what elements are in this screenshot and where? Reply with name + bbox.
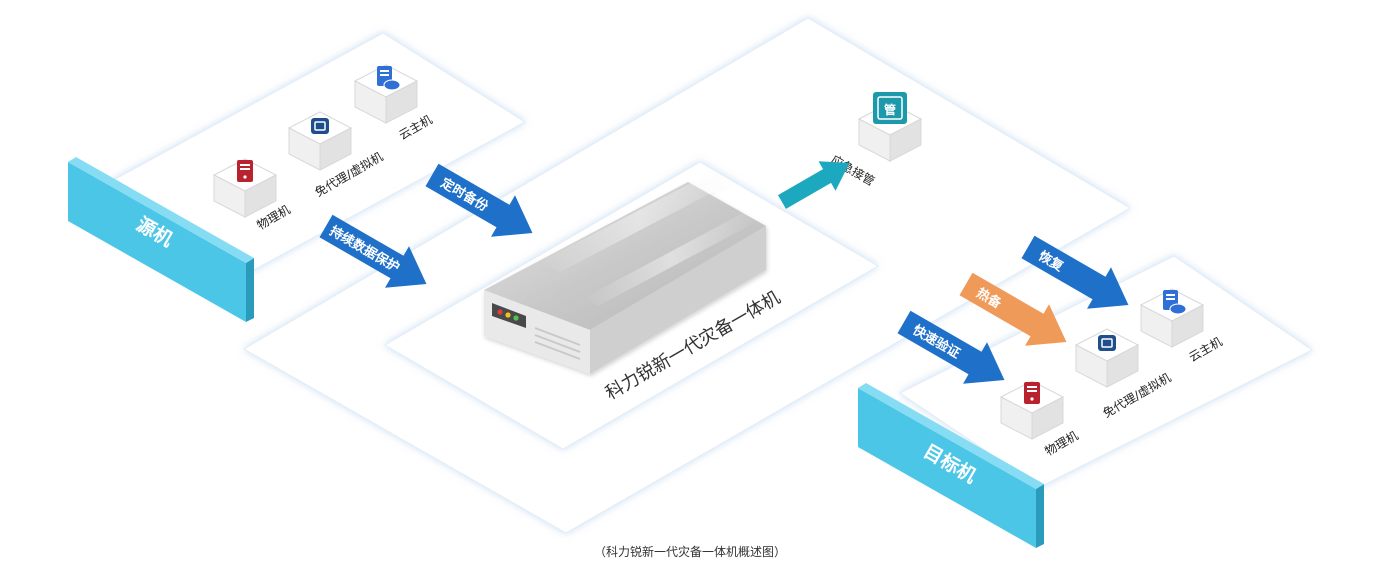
- target-wall: 目标机: [858, 383, 1044, 548]
- appliance-front-panel: [492, 303, 581, 360]
- status-led-green: [513, 315, 519, 321]
- virtual-machine-icon: [1098, 335, 1116, 351]
- status-led-red: [497, 309, 503, 315]
- target-vm-cube: [1074, 328, 1140, 388]
- virtual-machine-icon: [311, 118, 329, 134]
- takeover-icon: 管: [873, 92, 907, 124]
- physical-server-icon: [237, 160, 253, 182]
- source-vm-cube: [287, 111, 353, 171]
- takeover-icon-char: 管: [884, 102, 896, 117]
- takeover-cube: 管: [857, 92, 923, 162]
- takeover-arrow[interactable]: [774, 148, 859, 216]
- physical-server-icon: [1024, 382, 1040, 404]
- source-wall: 源机: [68, 157, 254, 322]
- source-physical-cube: [212, 158, 278, 218]
- cloud-host-icon: [1163, 290, 1187, 315]
- diagram-caption: （科力锐新一代灾备一体机概述图）: [594, 544, 786, 559]
- hot-standby-arrow[interactable]: 热备: [954, 263, 1078, 363]
- status-led-yellow: [505, 312, 511, 318]
- cloud-host-icon: [377, 66, 401, 91]
- target-physical-cube: [999, 380, 1065, 440]
- source-cloud-cube: [353, 64, 419, 124]
- appliance-device: [484, 168, 766, 374]
- target-cloud-cube: [1139, 288, 1205, 348]
